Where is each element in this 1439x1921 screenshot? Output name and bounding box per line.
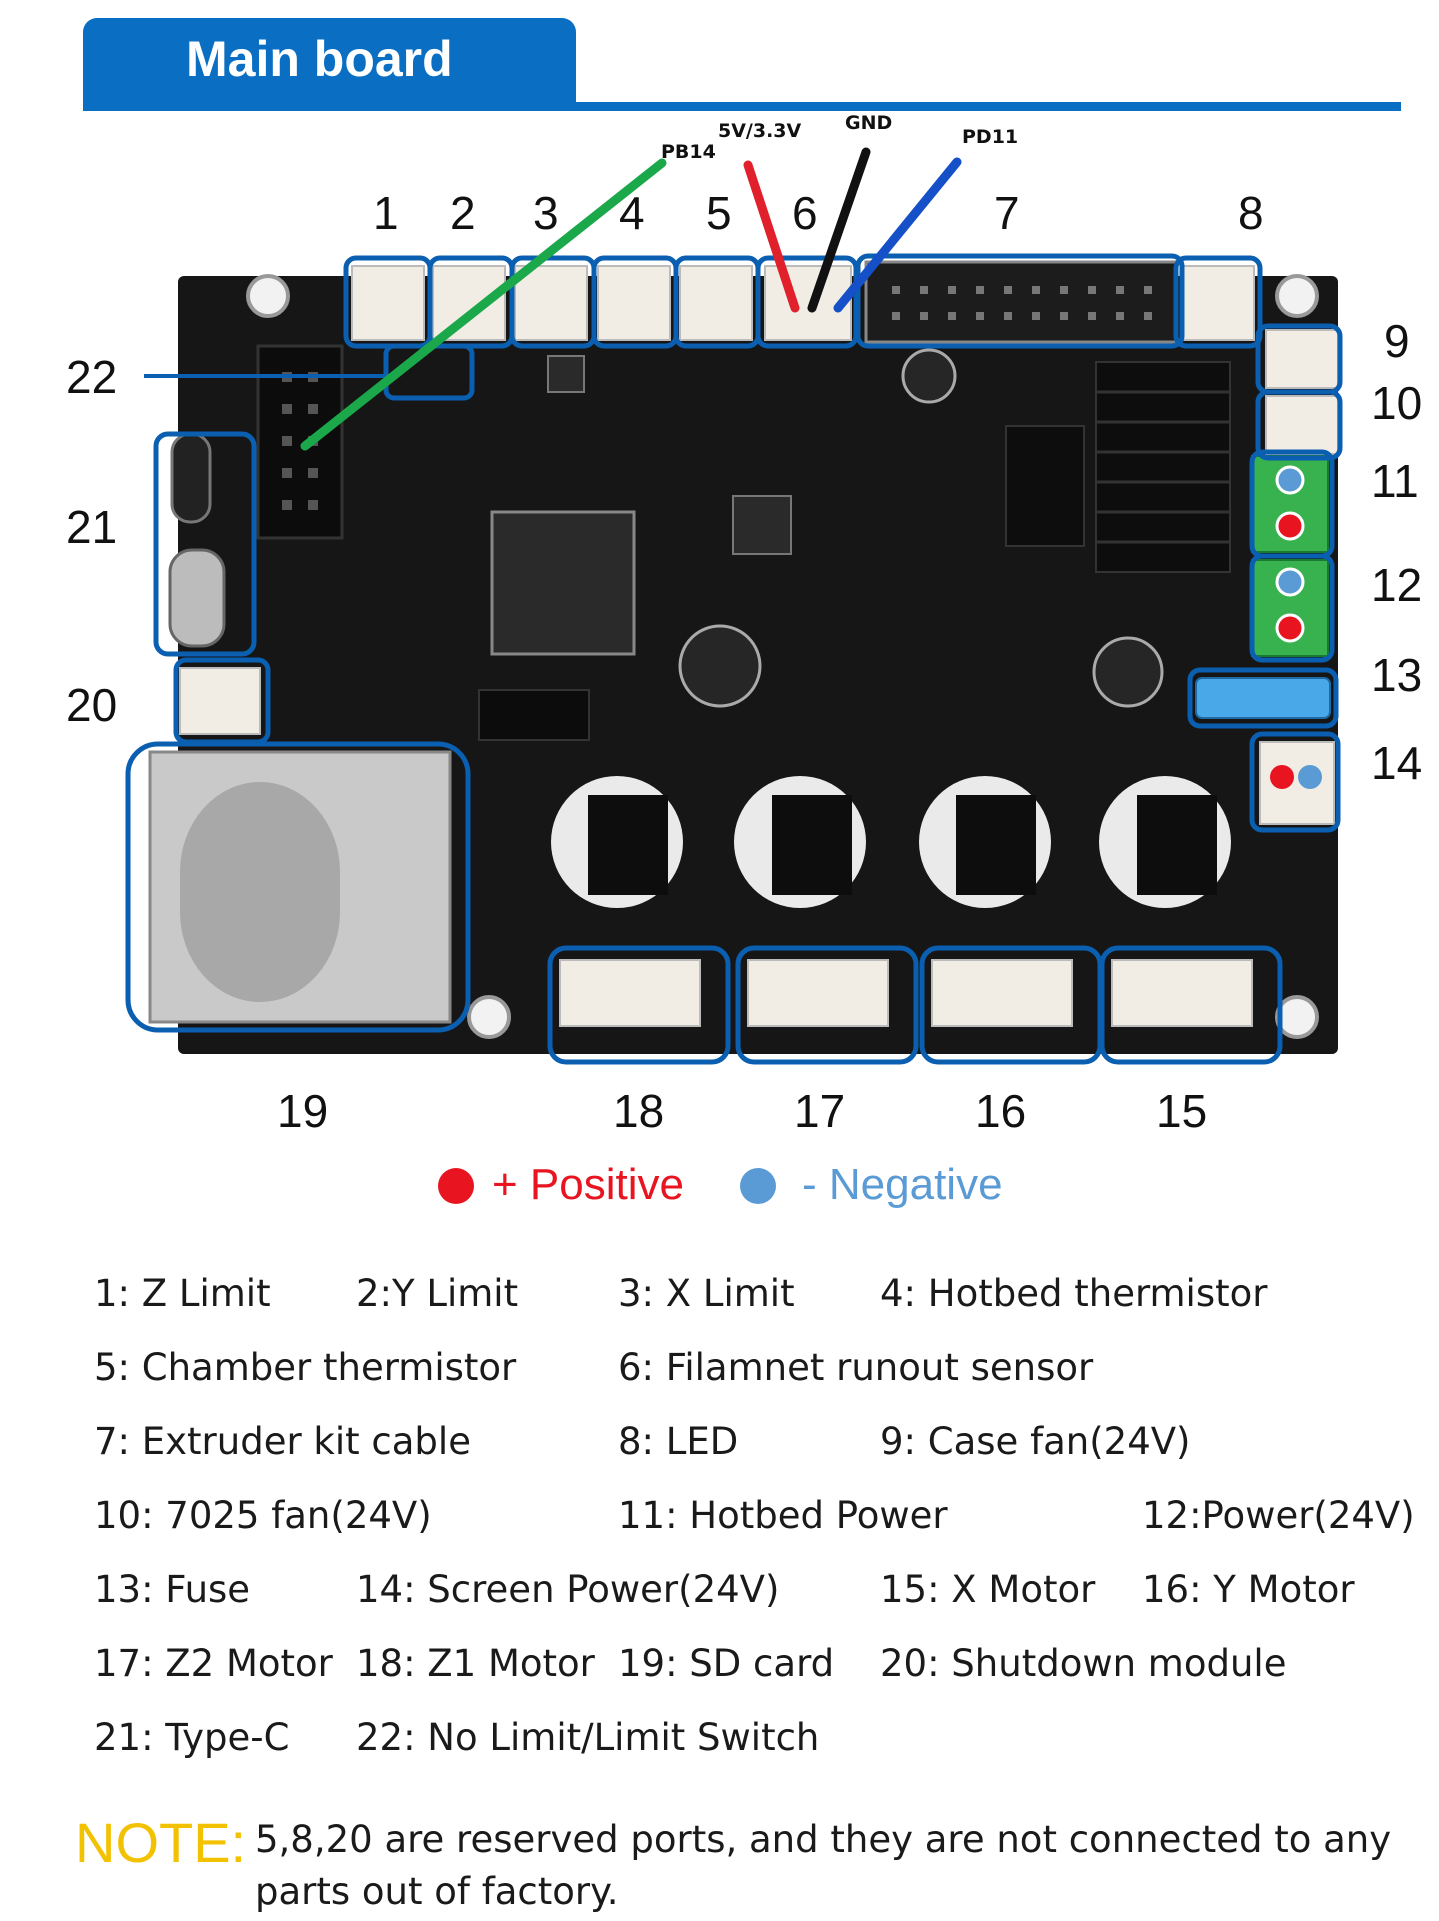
list-item: 2:Y Limit <box>356 1272 518 1315</box>
callout-7: 7 <box>994 186 1020 240</box>
list-item: 16: Y Motor <box>1142 1568 1355 1611</box>
list-item: 5: Chamber thermistor <box>94 1346 516 1389</box>
note-label: NOTE: <box>75 1810 246 1875</box>
callout-11: 11 <box>1371 454 1419 508</box>
list-item: 12:Power(24V) <box>1142 1494 1415 1537</box>
small-chip <box>548 356 584 392</box>
mcu-chip <box>492 512 634 654</box>
list-item: 14: Screen Power(24V) <box>356 1568 779 1611</box>
list-item: 19: SD card <box>618 1642 834 1685</box>
wire-label-pb14: PB14 <box>661 141 716 163</box>
wire-label-gnd: GND <box>845 112 892 134</box>
list-item: 15: X Motor <box>880 1568 1095 1611</box>
list-item: 8: LED <box>618 1420 738 1463</box>
extruder-connector <box>866 262 1176 342</box>
callout-1: 1 <box>373 186 399 240</box>
callout-19: 19 <box>277 1084 328 1138</box>
callout-18: 18 <box>613 1084 664 1138</box>
fuse <box>1196 678 1330 718</box>
mount-hole <box>1277 276 1317 316</box>
capacitor <box>1094 638 1162 706</box>
callout-12: 12 <box>1371 558 1422 612</box>
mount-hole <box>1277 997 1317 1037</box>
callout-16: 16 <box>975 1084 1026 1138</box>
list-item: 10: 7025 fan(24V) <box>94 1494 432 1537</box>
usb-c-port <box>172 434 210 522</box>
usb-c-port <box>170 550 224 646</box>
pin-header-2x3 <box>479 690 589 740</box>
list-item: 4: Hotbed thermistor <box>880 1272 1267 1315</box>
list-item: 20: Shutdown module <box>880 1642 1286 1685</box>
mount-hole <box>469 997 509 1037</box>
callout-22: 22 <box>66 350 117 404</box>
list-item: 11: Hotbed Power <box>618 1494 948 1537</box>
wire-label-5v: 5V/3.3V <box>718 120 801 142</box>
callout-14: 14 <box>1371 736 1422 790</box>
small-chip <box>733 496 791 554</box>
callout-5: 5 <box>706 186 732 240</box>
callout-2: 2 <box>450 186 476 240</box>
list-item: 7: Extruder kit cable <box>94 1420 471 1463</box>
list-item: 3: X Limit <box>618 1272 795 1315</box>
list-item: 17: Z2 Motor <box>94 1642 333 1685</box>
callout-13: 13 <box>1371 648 1422 702</box>
note-line-2: parts out of factory. <box>255 1870 618 1913</box>
callout-15: 15 <box>1156 1084 1207 1138</box>
list-item: 13: Fuse <box>94 1568 250 1611</box>
positive-dot <box>438 1168 474 1204</box>
note-line-1: 5,8,20 are reserved ports, and they are … <box>255 1818 1391 1861</box>
callout-4: 4 <box>619 186 645 240</box>
callout-21: 21 <box>66 500 117 554</box>
callout-8: 8 <box>1238 186 1264 240</box>
list-item: 22: No Limit/Limit Switch <box>356 1716 819 1759</box>
list-item: 21: Type-C <box>94 1716 289 1759</box>
wire-label-pd11: PD11 <box>962 126 1018 148</box>
capacitor <box>903 350 955 402</box>
callout-17: 17 <box>794 1084 845 1138</box>
list-item: 18: Z1 Motor <box>356 1642 595 1685</box>
callout-20: 20 <box>66 678 117 732</box>
callout-6: 6 <box>792 186 818 240</box>
list-item: 9: Case fan(24V) <box>880 1420 1191 1463</box>
driver-heatsink <box>1006 426 1084 546</box>
legend-negative: - Negative <box>802 1160 1003 1210</box>
callout-3: 3 <box>533 186 559 240</box>
capacitor <box>680 626 760 706</box>
mount-hole <box>248 276 288 316</box>
legend-positive: + Positive <box>492 1160 684 1210</box>
negative-dot <box>740 1168 776 1204</box>
list-item: 6: Filamnet runout sensor <box>618 1346 1093 1389</box>
list-item: 1: Z Limit <box>94 1272 271 1315</box>
callout-9: 9 <box>1384 314 1410 368</box>
callout-10: 10 <box>1371 376 1422 430</box>
